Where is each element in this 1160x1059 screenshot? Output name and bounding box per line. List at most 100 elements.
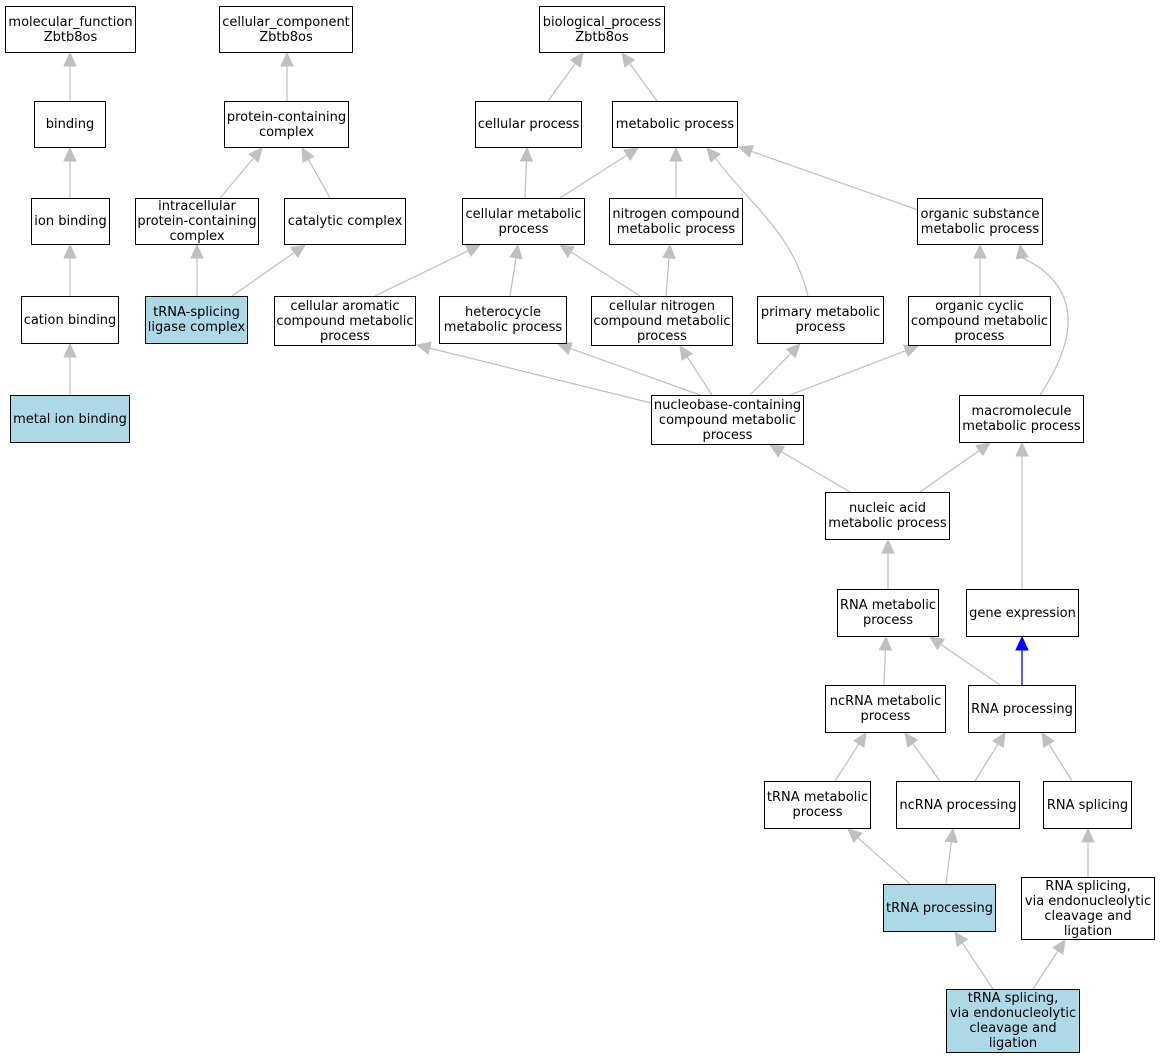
edge-ncrna_processing-to-rna_processing [974, 743, 999, 782]
node-trna-splicing-ligase-complex[interactable]: tRNA-splicing ligase complex [145, 296, 248, 344]
node-organic-substance-metabolic-process[interactable]: organic substance metabolic process [917, 198, 1043, 245]
edge-primary_metabolic-to-metabolic_process [714, 157, 809, 297]
edge-binding-to-mf_root-arrowhead [63, 51, 77, 67]
edge-cellular_metabolic-to-cellular_process-arrowhead [519, 146, 534, 162]
node-cellular-aromatic-compound-metabolic-process[interactable]: cellular aromatic compound metabolic pro… [274, 296, 416, 346]
node-gene-expression[interactable]: gene expression [966, 589, 1079, 637]
node-cellular-nitrogen-compound-metabolic-process[interactable]: cellular nitrogen compound metabolic pro… [591, 296, 733, 346]
edge-intracellular_complex-to-protein_complex [219, 157, 255, 199]
node-biological-process[interactable]: biological_process Zbtb8os [539, 6, 665, 53]
node-trna-metabolic-process[interactable]: tRNA metabolic process [764, 781, 871, 829]
node-cellular-process[interactable]: cellular process [475, 101, 582, 148]
edge-rna_splicing-to-rna_processing-arrowhead [1041, 731, 1055, 749]
edge-metabolic_process-to-bp_root [629, 63, 658, 102]
node-ncrna-processing[interactable]: ncRNA processing [896, 781, 1020, 829]
edge-cellular_nitrogen-to-nitrogen_compound-arrowhead [662, 243, 676, 259]
edge-nucleobase-to-heterocycle-arrowhead [556, 342, 573, 355]
edge-nucleobase-to-primary_metabolic-arrowhead [785, 343, 801, 359]
edge-nucleic_acid-to-macromolecule-arrowhead [975, 442, 991, 457]
edge-ncrna_metabolic-to-rna_metabolic-arrowhead [878, 635, 893, 651]
node-intracellular-protein-containing-complex[interactable]: intracellular protein-containing complex [135, 198, 259, 245]
node-binding[interactable]: binding [34, 101, 106, 148]
node-metabolic-process[interactable]: metabolic process [612, 101, 738, 148]
edge-gene_expression-to-macromolecule-arrowhead [1015, 441, 1029, 457]
node-ion-binding[interactable]: ion binding [31, 198, 110, 245]
edge-intracellular_complex-to-protein_complex-arrowhead [248, 147, 263, 163]
node-protein-containing-complex[interactable]: protein-containing complex [224, 101, 349, 148]
edge-catalytic_complex-to-protein_complex [307, 159, 331, 199]
edge-rna_processing-to-gene_expression-arrowhead [1015, 635, 1029, 651]
node-cellular-metabolic-process[interactable]: cellular metabolic process [462, 198, 585, 245]
edge-cellular_metabolic-to-metabolic_process [559, 154, 628, 199]
edge-trna_ligase-to-catalytic_complex-arrowhead [290, 244, 306, 259]
node-rna-splicing[interactable]: RNA splicing [1043, 781, 1132, 829]
edge-nucleobase-to-cellular_nitrogen-arrowhead [679, 345, 694, 362]
edge-rna_splicing_endo-to-rna_splicing-arrowhead [1081, 827, 1095, 843]
edge-rna_processing-to-rna_metabolic-arrowhead [929, 636, 945, 651]
node-trna-processing[interactable]: tRNA processing [883, 884, 996, 932]
edge-cellular_nitrogen-to-cellular_metabolic-arrowhead [558, 244, 576, 258]
node-cation-binding[interactable]: cation binding [21, 296, 119, 344]
edge-trna_processing-to-ncrna_processing [945, 841, 952, 885]
edge-nucleobase-to-organic_cyclic [789, 350, 907, 396]
node-heterocycle-metabolic-process[interactable]: heterocycle metabolic process [439, 296, 567, 344]
node-rna-splicing-endonucleolytic[interactable]: RNA splicing, via endonucleolytic cleava… [1021, 877, 1155, 940]
edge-trna_splicing_endo-to-trna_processing-arrowhead [954, 931, 969, 947]
edge-ncrna_metabolic-to-rna_metabolic [883, 649, 887, 686]
node-nitrogen-compound-metabolic-process[interactable]: nitrogen compound metabolic process [609, 198, 743, 245]
node-rna-processing[interactable]: RNA processing [968, 685, 1076, 733]
edge-cellular_process-to-bp_root-arrowhead [569, 52, 584, 68]
edge-ion_binding-to-binding-arrowhead [63, 146, 77, 162]
edge-trna_ligase-to-catalytic_complex [231, 251, 295, 297]
node-primary-metabolic-process[interactable]: primary metabolic process [757, 296, 884, 344]
edge-catalytic_complex-to-protein_complex-arrowhead [301, 146, 315, 164]
edge-nucleobase-to-cellular_nitrogen [686, 356, 713, 396]
node-metal-ion-binding[interactable]: metal ion binding [10, 395, 130, 443]
edge-primary_metabolic-to-metabolic_process-arrowhead [706, 147, 721, 163]
edge-ncrna_processing-to-rna_processing-arrowhead [992, 731, 1006, 749]
edge-trna_splicing_endo-to-trna_processing [961, 942, 994, 990]
edge-nucleobase-to-heterocycle [570, 347, 701, 396]
edge-nucleobase-to-cellular_aromatic [429, 347, 652, 404]
node-organic-cyclic-compound-metabolic-process[interactable]: organic cyclic compound metabolic proces… [908, 296, 1051, 346]
edge-trna_processing-to-ncrna_processing-arrowhead [944, 827, 959, 844]
edge-rna_splicing-to-rna_processing [1048, 743, 1073, 782]
node-trna-splicing-endonucleolytic[interactable]: tRNA splicing, via endonucleolytic cleav… [946, 989, 1080, 1053]
node-cellular-component[interactable]: cellular_component Zbtb8os [219, 6, 353, 53]
edge-cellular_aromatic-to-cellular_metabolic [374, 250, 469, 297]
edge-cellular_nitrogen-to-nitrogen_compound [665, 257, 670, 297]
edge-nucleobase-to-primary_metabolic [749, 352, 792, 396]
edge-protein_complex-to-cc_root-arrowhead [280, 51, 294, 67]
node-nucleobase-containing-compound-metabolic-process[interactable]: nucleobase-containing compound metabolic… [651, 395, 804, 445]
edge-nitrogen_compound-to-metabolic_process-arrowhead [669, 146, 683, 162]
edge-rna_metabolic-to-nucleic_acid-arrowhead [881, 538, 895, 554]
edge-organic_cyclic-to-organic_substance-arrowhead [973, 243, 987, 259]
edge-cellular_metabolic-to-metabolic_process-arrowhead [622, 147, 640, 161]
edge-heterocycle-to-cellular_metabolic [509, 257, 517, 297]
edge-trna_processing-to-trna_metabolic-arrowhead [847, 828, 863, 844]
edge-nucleic_acid-to-nucleobase-arrowhead [768, 444, 786, 458]
edge-cellular_nitrogen-to-cellular_metabolic [570, 251, 641, 297]
edge-rna_processing-to-rna_metabolic [940, 643, 1001, 686]
edge-heterocycle-to-cellular_metabolic-arrowhead [509, 243, 523, 260]
edge-macromolecule-to-organic_substance [1021, 257, 1069, 396]
edge-nucleic_acid-to-nucleobase [780, 451, 851, 493]
edge-cellular_metabolic-to-cellular_process [524, 160, 528, 199]
node-catalytic-complex[interactable]: catalytic complex [284, 198, 406, 245]
node-rna-metabolic-process[interactable]: RNA metabolic process [837, 589, 939, 637]
edge-cation_binding-to-ion_binding-arrowhead [63, 243, 77, 259]
edge-trna_splicing_endo-to-rna_splicing_endo [1032, 950, 1059, 990]
edge-organic_substance-to-metabolic_process [751, 150, 919, 211]
edge-ncrna_processing-to-ncrna_metabolic [912, 743, 941, 782]
node-molecular-function[interactable]: molecular_function Zbtb8os [5, 6, 136, 53]
edge-trna_splicing_endo-to-rna_splicing_endo-arrowhead [1051, 939, 1066, 956]
edge-metabolic_process-to-bp_root-arrowhead [621, 52, 636, 68]
edge-nucleobase-to-organic_cyclic-arrowhead [902, 344, 920, 358]
edge-metal_ion-to-cation_binding-arrowhead [63, 342, 77, 358]
node-nucleic-acid-metabolic-process[interactable]: nucleic acid metabolic process [825, 492, 950, 540]
node-macromolecule-metabolic-process[interactable]: macromolecule metabolic process [959, 395, 1084, 443]
node-ncrna-metabolic-process[interactable]: ncRNA metabolic process [825, 685, 946, 733]
edge-trna_metabolic-to-ncrna_metabolic-arrowhead [852, 731, 867, 749]
edge-cellular_process-to-bp_root [547, 63, 576, 102]
